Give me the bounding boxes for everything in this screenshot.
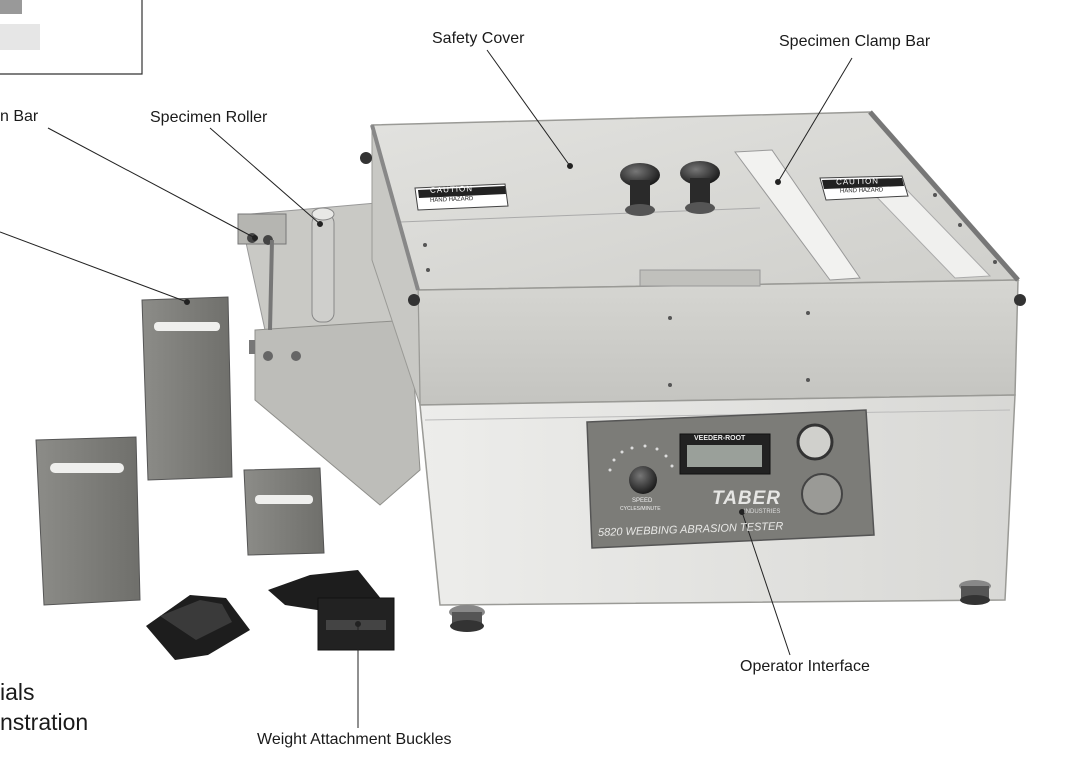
- counter-brand: VEEDER-ROOT: [694, 435, 746, 442]
- specimen-roller: [311, 207, 335, 323]
- callout-safety-cover: Safety Cover: [432, 30, 525, 47]
- taber-brand-sub: INDUSTRIES: [744, 509, 781, 515]
- caution-left-text: CAUTION: [429, 184, 474, 195]
- callout-weight-attachment-buckles: Weight Attachment Buckles: [257, 731, 452, 748]
- callout-leader-lines: [0, 49, 853, 728]
- weight-attachment-buckles-image: [146, 570, 395, 660]
- caution-right-sub: HAND HAZARD: [839, 187, 884, 195]
- speed-dial-label: SPEED: [632, 498, 653, 504]
- feet: [449, 580, 991, 632]
- caution-decals: [414, 175, 909, 211]
- callout-operator-interface: Operator Interface: [740, 658, 870, 675]
- taber-brand-logo: TABER: [712, 488, 782, 509]
- safety-cover: [360, 110, 1026, 406]
- side-tray: [237, 199, 421, 506]
- callout-tension-bar-partial: n Bar: [0, 108, 39, 125]
- inset-frame: [0, 0, 143, 75]
- speed-dial-sublabel: CYCLES/MINUTE: [620, 506, 661, 512]
- cover-knobs: [620, 161, 720, 216]
- caption-fragment-line1: ials: [0, 679, 35, 705]
- callout-specimen-roller: Specimen Roller: [150, 109, 268, 126]
- weights: [35, 296, 325, 606]
- caption-fragment-line2: nstration: [0, 709, 89, 735]
- operator-interface-panel: [586, 409, 875, 549]
- callout-specimen-clamp-bar: Specimen Clamp Bar: [779, 33, 931, 50]
- caution-right-text: CAUTION: [835, 176, 880, 187]
